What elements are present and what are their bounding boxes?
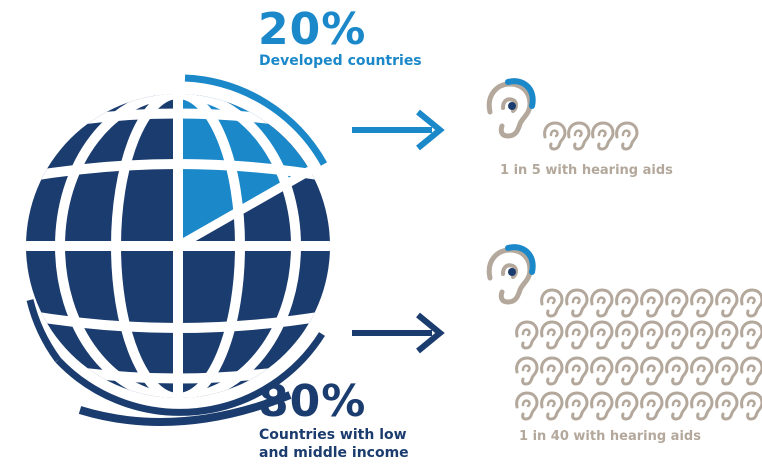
ear-icon <box>690 320 714 350</box>
ear-icon <box>565 288 589 318</box>
ear-icon <box>665 320 689 350</box>
ear-icon <box>515 356 539 386</box>
ear-icon <box>640 320 664 350</box>
ear-icon <box>565 356 589 386</box>
ear-icon <box>740 391 762 421</box>
ear-icon <box>540 320 564 350</box>
ear-icon <box>615 288 639 318</box>
globe-stand <box>78 391 292 426</box>
ear-row-developed <box>543 121 639 151</box>
ear-icon <box>690 288 714 318</box>
ear-icon <box>740 356 762 386</box>
ear-icon <box>540 356 564 386</box>
ear-icon <box>715 288 739 318</box>
ear-icon <box>665 288 689 318</box>
ear-icon <box>543 121 567 151</box>
ear-icon <box>690 391 714 421</box>
ear-icon <box>615 121 639 151</box>
ear-icon <box>591 121 615 151</box>
wedge-separator <box>173 88 321 250</box>
arrow-right-icon <box>352 312 445 354</box>
low-middle-caption: 1 in 40 with hearing aids <box>519 429 701 444</box>
ear-icon <box>540 391 564 421</box>
ear-icon <box>740 320 762 350</box>
ear-icon <box>740 288 762 318</box>
ear-icon <box>515 320 539 350</box>
low-middle-label-line2: and middle income <box>259 445 409 461</box>
ear-grid-low-middle <box>515 288 762 421</box>
ear-icon <box>515 391 539 421</box>
ear-icon <box>590 320 614 350</box>
developed-percent: 20% <box>258 4 367 55</box>
ear-icon <box>615 391 639 421</box>
ear-icon <box>590 391 614 421</box>
ear-icon <box>640 391 664 421</box>
ear-icon <box>640 288 664 318</box>
ear-icon <box>615 320 639 350</box>
ear-icon <box>590 356 614 386</box>
ear-icon <box>715 356 739 386</box>
ear-icon <box>690 356 714 386</box>
arrow-right-icon <box>352 109 445 151</box>
ear-with-hearing-aid-icon <box>489 247 532 302</box>
ear-icon <box>665 391 689 421</box>
globe-outer-ring <box>184 74 328 166</box>
ear-icon <box>590 288 614 318</box>
ear-icon <box>540 288 564 318</box>
ear-icon <box>565 391 589 421</box>
globe-outer-ring-dark <box>55 332 325 416</box>
ear-with-hearing-aid-icon <box>489 81 532 136</box>
low-middle-label-line1: Countries with low <box>259 427 407 443</box>
developed-caption: 1 in 5 with hearing aids <box>500 163 673 178</box>
ear-icon <box>665 356 689 386</box>
ear-icon <box>640 356 664 386</box>
ear-icon <box>615 356 639 386</box>
developed-label: Developed countries <box>259 53 422 69</box>
ear-icon <box>567 121 591 151</box>
ear-icon <box>715 391 739 421</box>
low-middle-percent: 80% <box>258 376 367 427</box>
ear-icon <box>565 320 589 350</box>
ear-icon <box>715 320 739 350</box>
